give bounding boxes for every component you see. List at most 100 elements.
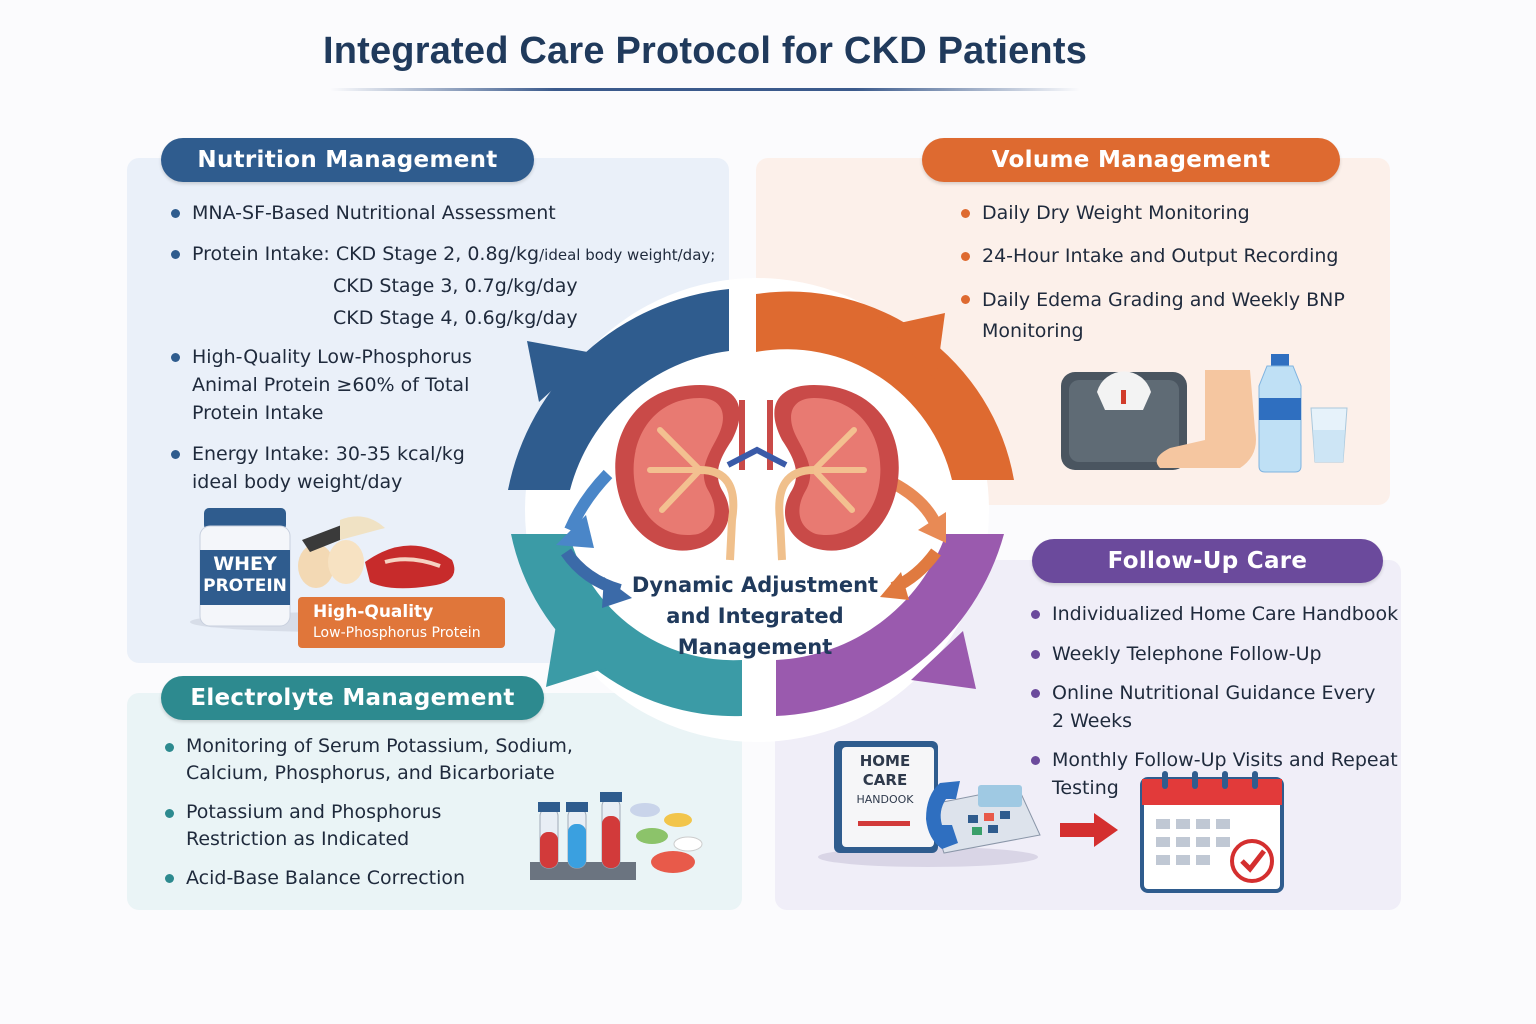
title-divider (330, 88, 1080, 91)
arrow-icon (556, 515, 594, 548)
electrolyte-bullet: Monitoring of Serum Potassium, Sodium, C… (165, 733, 573, 787)
bullet-dot (171, 250, 180, 259)
center-label-line: Management (677, 635, 833, 659)
bullet-text: ideal body weight/day (192, 471, 403, 493)
cycle-center-label: Dynamic Adjustment and Integrated Manage… (620, 570, 890, 663)
followup-bullet: Monthly Follow-Up Visits and Repeat Test… (1031, 746, 1398, 802)
bullet-text: MNA-SF-Based Nutritional Assessment (192, 202, 556, 224)
bullet-text: Daily Edema Grading and Weekly BNP (982, 289, 1345, 311)
arrow-icon (602, 577, 632, 608)
followup-bullet: Individualized Home Care Handbook (1031, 600, 1399, 628)
bullet-dot (165, 874, 174, 883)
arrow-icon (911, 631, 976, 689)
bullet-text: High-Quality Low-Phosphorus (192, 346, 472, 368)
bullet-text-small: /ideal body weight/day; (539, 246, 716, 264)
nutrition-bullet: MNA-SF-Based Nutritional Assessment (171, 199, 556, 227)
followup-bullet: Weekly Telephone Follow-Up (1031, 640, 1322, 668)
badge-title: High-Quality (313, 602, 434, 622)
arrow-icon (527, 341, 593, 402)
arrow-icon (880, 572, 909, 600)
handbook-label-line: HOME (859, 752, 911, 770)
bullet-text: Weekly Telephone Follow-Up (1052, 643, 1322, 665)
bullet-dot (1031, 756, 1040, 765)
nutrition-heading: Nutrition Management (161, 138, 534, 182)
bullet-text: Daily Dry Weight Monitoring (982, 202, 1250, 224)
followup-heading: Follow-Up Care (1032, 539, 1383, 583)
bullet-text: 2 Weeks (1052, 710, 1133, 732)
bullet-text: Calcium, Phosphorus, and Bicarboriate (186, 762, 555, 784)
bullet-dot (1031, 689, 1040, 698)
bullet-dot (961, 209, 970, 218)
bullet-text: 24-Hour Intake and Output Recording (982, 245, 1339, 267)
arrow-icon (918, 512, 946, 543)
bullet-dot (1031, 610, 1040, 619)
foot-icon (1156, 370, 1256, 468)
bullet-dot (171, 209, 180, 218)
whey-jar-icon (199, 508, 291, 627)
protein-badge: High-Quality Low-Phosphorus Protein (298, 597, 505, 648)
whey-jar-label: WHEY PROTEIN (200, 553, 290, 597)
bullet-text: Monitoring of Serum Potassium, Sodium, (186, 735, 573, 757)
bullet-text: Monthly Follow-Up Visits and Repeat (1052, 749, 1398, 771)
bullet-text: Individualized Home Care Handbook (1052, 603, 1399, 625)
volume-bullet: Daily Edema Grading and Weekly BNP Monit… (961, 285, 1345, 347)
bullet-text: Acid-Base Balance Correction (186, 867, 466, 889)
arrow-icon (886, 313, 945, 380)
bullet-dot (165, 809, 174, 818)
handbook-label: HOME CARE HANDOOK (850, 752, 920, 809)
nutrition-bullet: Energy Intake: 30-35 kcal/kg ideal body … (171, 440, 465, 496)
page-title: Integrated Care Protocol for CKD Patient… (322, 30, 1088, 72)
telephone-icon (926, 781, 1041, 854)
cycle-center-disc (525, 278, 989, 742)
bullet-text: Protein Intake (192, 402, 324, 424)
bullet-text: Animal Protein ≥60% of Total (192, 374, 470, 396)
test-tubes-icon (530, 792, 636, 880)
bullet-text: Protein Intake: CKD Stage 2, 0.8g/kg (192, 243, 540, 265)
bullet-dot (165, 743, 174, 752)
bullet-text: Online Nutritional Guidance Every (1052, 682, 1376, 704)
bullet-dot (961, 252, 970, 261)
jar-label-line: PROTEIN (203, 576, 287, 596)
volume-illustration (1061, 354, 1348, 473)
bullet-text: Testing (1052, 777, 1119, 799)
bullet-dot (1031, 650, 1040, 659)
arrow-icon (756, 291, 1014, 480)
arrow-icon (511, 534, 742, 717)
bullet-text: Energy Intake: 30-35 kcal/kg (192, 443, 465, 465)
badge-subtitle: Low-Phosphorus Protein (313, 625, 481, 641)
nutrition-bullet-cont: CKD Stage 4, 0.6g/kg/day (333, 307, 578, 329)
eggs-icon (298, 540, 364, 588)
volume-heading: Volume Management (922, 138, 1340, 182)
water-bottle-icon (1258, 354, 1302, 473)
arrow-icon (1060, 813, 1118, 847)
bullet-dot (961, 295, 970, 304)
arrow-icon (546, 625, 606, 687)
nutrition-bullet: High-Quality Low-Phosphorus Animal Prote… (171, 343, 472, 427)
center-label-line: and Integrated (666, 604, 844, 628)
nutrition-bullet-cont: CKD Stage 3, 0.7g/kg/day (333, 275, 578, 297)
electrolyte-panel (127, 693, 742, 910)
bullet-text: Monitoring (982, 320, 1084, 342)
jar-label-line: WHEY (213, 553, 277, 575)
electrolyte-bullet: Acid-Base Balance Correction (165, 864, 466, 892)
followup-bullet: Online Nutritional Guidance Every 2 Week… (1031, 679, 1376, 735)
electrolyte-heading: Electrolyte Management (161, 676, 544, 720)
arrow-icon (776, 534, 1004, 716)
handbook-icon (834, 741, 938, 853)
scale-icon (1061, 371, 1187, 470)
handbook-label-line: HANDOOK (856, 793, 914, 806)
arrow-icon (564, 469, 613, 533)
glass-icon (1310, 407, 1348, 463)
center-label-line: Dynamic Adjustment (631, 573, 879, 597)
bullet-dot (171, 353, 180, 362)
bullet-text: Potassium and Phosphorus (186, 801, 442, 823)
electrolyte-bullet: Potassium and Phosphorus Restriction as … (165, 799, 442, 853)
meat-icon (365, 545, 455, 589)
handbook-label-line: CARE (862, 771, 908, 789)
lab-illustration (530, 792, 703, 880)
kidney-icon (615, 385, 899, 561)
bullet-text: Restriction as Indicated (186, 828, 410, 850)
calendar-icon (1140, 771, 1284, 893)
arrow-icon (508, 289, 729, 490)
